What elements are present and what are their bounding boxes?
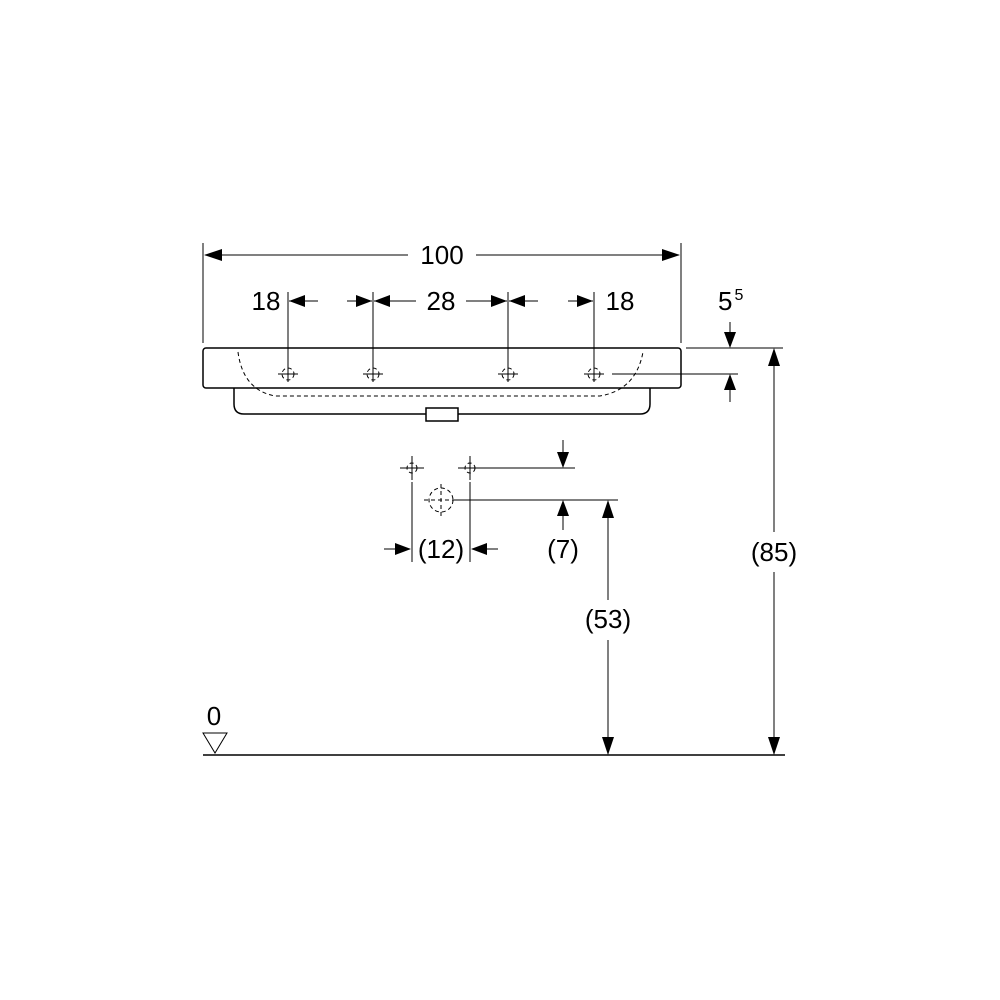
dimension-waste-height: (53) xyxy=(585,500,631,755)
label-supply-spacing: (12) xyxy=(418,534,464,564)
label-left-tap-offset: 18 xyxy=(252,286,281,316)
label-waste-height: (53) xyxy=(585,604,631,634)
dimension-supply-vertical: (7) xyxy=(456,440,618,564)
label-floor-level: 0 xyxy=(207,701,221,731)
label-overall-width: 100 xyxy=(420,240,463,270)
label-right-tap-offset: 18 xyxy=(606,286,635,316)
floor-reference: 0 xyxy=(202,701,785,756)
bowl-hidden-line xyxy=(237,351,644,397)
label-supply-vertical: (7) xyxy=(547,534,579,564)
waste-outlet xyxy=(425,407,459,422)
tap-hole-marks xyxy=(278,366,604,382)
basin-outline xyxy=(202,347,682,422)
dimension-supply-spacing: (12) xyxy=(384,482,498,564)
label-center-tap-spacing: 28 xyxy=(427,286,456,316)
supply-points xyxy=(400,456,482,516)
dimension-tap-spacing: 18 28 18 xyxy=(252,286,635,366)
level-marker-icon xyxy=(202,732,228,754)
dimension-overall-width: 100 xyxy=(202,240,682,343)
label-rim-height: (85) xyxy=(751,537,797,567)
dimension-rim-height: (85) xyxy=(751,348,797,755)
